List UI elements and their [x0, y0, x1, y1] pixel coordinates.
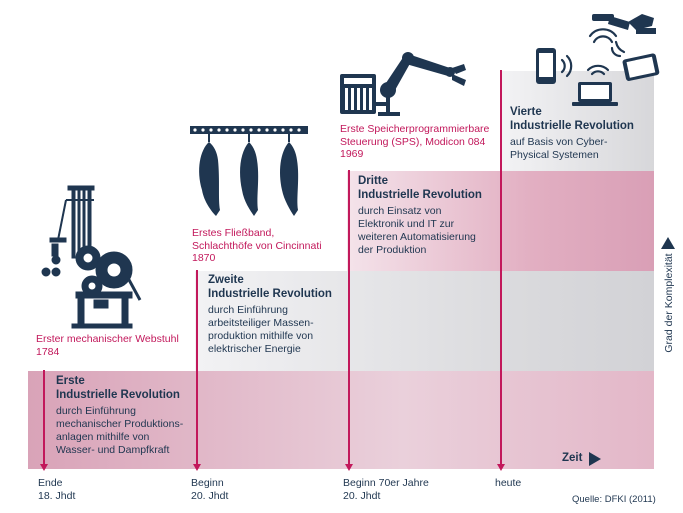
- band-stage-1: [28, 371, 654, 469]
- stage-2-caption-line: Schlachthöfe von Cincinnati: [192, 239, 322, 252]
- stage-2-desc: produktion mithilfe von: [208, 330, 314, 342]
- stage-3-desc: der Produktion: [358, 244, 427, 256]
- plc-robot-icon: [340, 52, 466, 116]
- time-label-4: heute: [495, 477, 521, 490]
- stage-3-caption-line: 1969: [340, 148, 364, 160]
- stage-3-text: Dritte Industrielle Revolution durch Ein…: [358, 174, 482, 257]
- source-note: Quelle: DFKI (2011): [572, 494, 656, 505]
- band-stage-2: [195, 271, 654, 371]
- stage-4-desc: Physical Systemen: [510, 149, 599, 161]
- timeline-line-3: [348, 170, 350, 466]
- cyber-physical-icon: [536, 14, 660, 106]
- stage-3-heading: Dritte: [358, 175, 389, 187]
- stage-4-text: Vierte Industrielle Revolution auf Basis…: [510, 105, 634, 162]
- time-label-2: Beginn 20. Jhdt: [191, 477, 228, 503]
- stage-4-heading: Vierte: [510, 106, 542, 118]
- stage-1-caption-line: Erster mechanischer Webstuhl: [36, 333, 179, 345]
- stage-2-caption-line: Erstes Fließband,: [192, 227, 275, 239]
- time-label-line: Ende: [38, 477, 63, 489]
- stage-1-caption-line: 1784: [36, 345, 60, 358]
- stage-2-desc: durch Einführung: [208, 304, 288, 316]
- loom-icon: [41, 185, 142, 329]
- stage-1-heading: Erste: [56, 375, 85, 387]
- stage-1-heading: Industrielle Revolution: [56, 389, 180, 401]
- stage-2-desc: elektrischer Energie: [208, 343, 301, 355]
- stage-2-caption: Erstes Fließband, Schlachthöfe von Cinci…: [192, 227, 322, 265]
- stage-4-desc: auf Basis von Cyber-: [510, 136, 608, 148]
- stage-2-desc: arbeitsteiliger Massen-: [208, 317, 314, 329]
- stage-2-caption-line: 1870: [192, 252, 216, 264]
- band-stage-4: [500, 71, 654, 171]
- stage-1-desc: anlagen mithilfe von: [56, 431, 150, 443]
- time-label-3: Beginn 70er Jahre 20. Jhdt: [343, 477, 429, 503]
- timeline-arrow-3: [345, 464, 353, 471]
- stage-3-desc: durch Einsatz von: [358, 205, 442, 217]
- stage-3-desc: weiteren Automatisierung: [358, 231, 476, 243]
- stage-1-desc: Wasser- und Dampfkraft: [56, 444, 170, 456]
- stage-3-caption: Erste Speicherprogrammierbare Steuerung …: [340, 123, 489, 161]
- x-axis-label: Zeit: [562, 452, 583, 464]
- assembly-line-icon: [190, 126, 308, 216]
- time-label-1: Ende 18. Jhdt: [38, 477, 75, 503]
- timeline-arrow-4: [497, 464, 505, 471]
- stage-3-desc: Elektronik und IT zur: [358, 218, 455, 230]
- time-label-line: Beginn: [191, 477, 224, 489]
- timeline-line-2: [196, 270, 198, 466]
- y-axis-arrow-icon: [661, 237, 675, 249]
- time-label-line: 20. Jhdt: [343, 490, 381, 502]
- stage-1-desc: mechanischer Produktions-: [56, 418, 184, 430]
- timeline-arrow-2: [193, 464, 201, 471]
- stage-2-heading: Industrielle Revolution: [208, 288, 332, 300]
- stage-2-text: Zweite Industrielle Revolution durch Ein…: [208, 273, 332, 356]
- time-label-line: 20. Jhdt: [191, 490, 229, 502]
- stage-3-caption-line: Steuerung (SPS), Modicon 084: [340, 135, 486, 148]
- time-label-line: Beginn 70er Jahre: [343, 477, 429, 489]
- timeline-arrow-1: [40, 464, 48, 471]
- stage-1-caption: Erster mechanischer Webstuhl 1784: [36, 333, 179, 358]
- timeline-line-4: [500, 70, 502, 466]
- time-label-line: heute: [495, 477, 522, 489]
- stage-2-heading: Zweite: [208, 274, 244, 286]
- stage-1-text: Erste Industrielle Revolution durch Einf…: [56, 374, 183, 457]
- y-axis-label: Grad der Komplexität: [663, 253, 675, 353]
- timeline-line-1: [43, 370, 45, 466]
- stage-4-heading: Industrielle Revolution: [510, 120, 634, 132]
- time-label-line: 18. Jhdt: [38, 490, 76, 502]
- stage-3-heading: Industrielle Revolution: [358, 189, 482, 201]
- stage-1-desc: durch Einführung: [56, 405, 136, 417]
- x-axis-arrow-icon: [589, 452, 601, 466]
- stage-3-caption-line: Erste Speicherprogrammierbare: [340, 123, 490, 135]
